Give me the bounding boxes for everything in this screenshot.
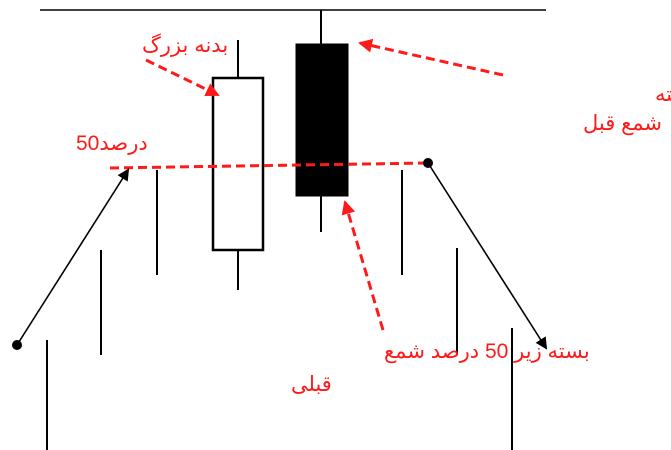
gap-open-label-line2: شمع قبل	[583, 112, 662, 135]
close-below-label-line2: قبلی	[291, 373, 332, 396]
down-trend-arrow	[427, 162, 548, 350]
bullish-candle-body	[211, 76, 265, 252]
close-below-label-line1: بسته زیر 50 درصد شمع	[384, 340, 590, 363]
fifty-percent-label: 50درصد	[76, 132, 148, 155]
gap-open-label-line1: قیمت باز شدن بالا تر بسته	[655, 83, 671, 106]
gap-open-arrow	[358, 38, 504, 77]
bearish-candle	[295, 10, 349, 232]
bearish-candle-body	[295, 43, 349, 197]
big-body-arrow	[145, 58, 220, 97]
bullish-candle	[211, 40, 265, 290]
fifty-percent-line	[109, 161, 429, 170]
close-below-arrow	[341, 200, 385, 331]
big-body-label: بدنه بزرگ	[142, 33, 228, 57]
up-trend-arrow	[16, 168, 130, 346]
